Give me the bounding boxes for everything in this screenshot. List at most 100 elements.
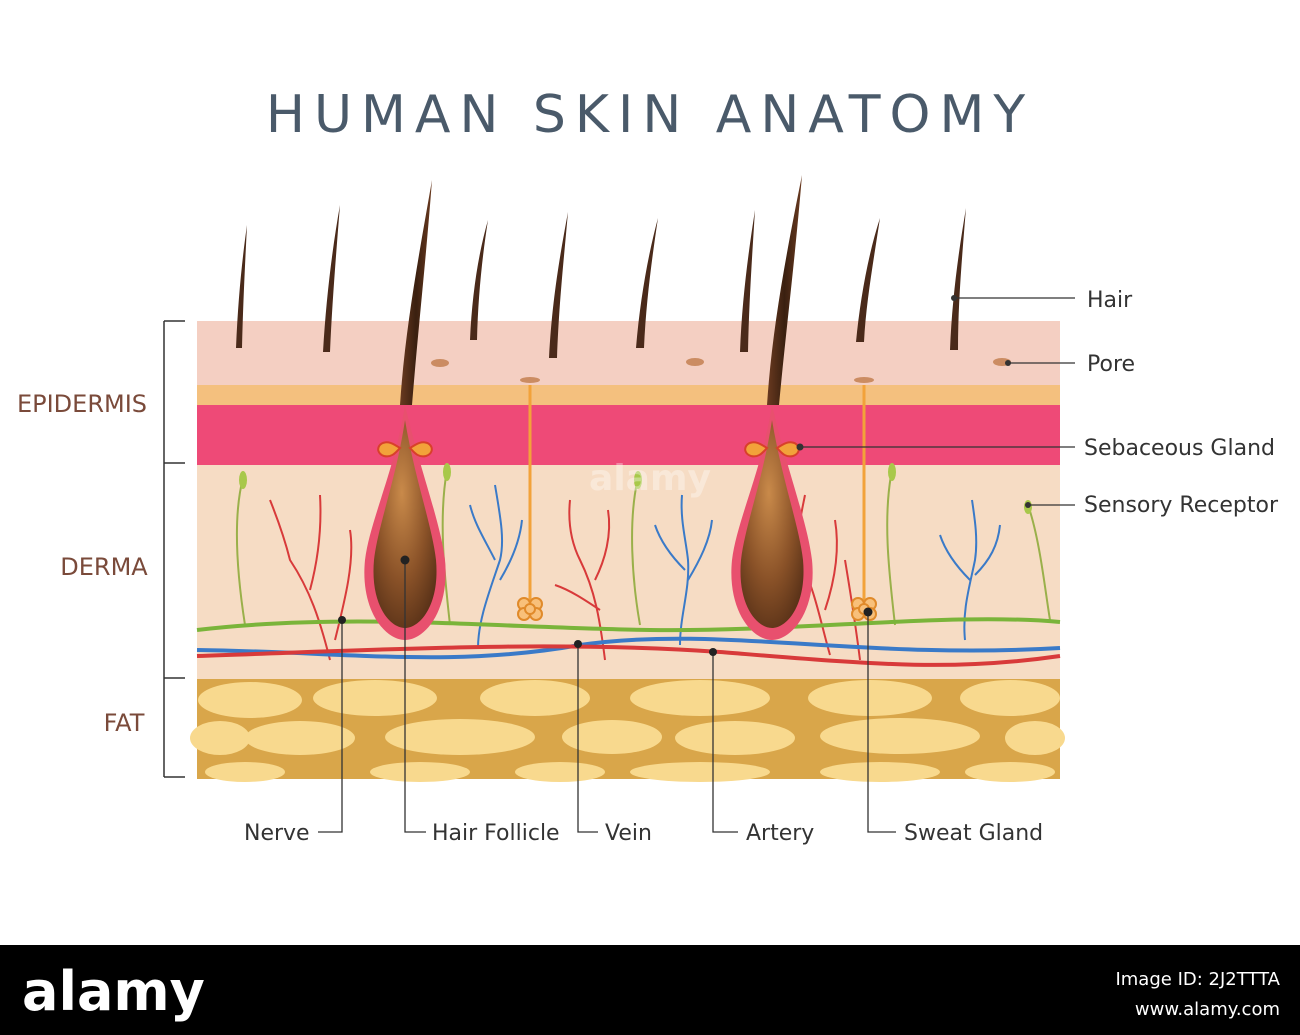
surface-hair <box>323 205 340 352</box>
sebaceous-gland <box>775 441 800 458</box>
derma-layer <box>197 465 1060 679</box>
artery-trunk <box>196 644 1061 667</box>
callout-dots-right <box>796 295 1031 508</box>
vein-branch <box>687 519 713 581</box>
callout-pore: Pore <box>1087 352 1135 377</box>
sensory-receptor <box>631 477 641 626</box>
fat-cell <box>965 762 1055 782</box>
layer-label-epidermis: EPIDERMIS <box>17 390 147 418</box>
receptor-tip <box>443 463 451 481</box>
fat-cell <box>245 721 355 755</box>
hair-follicle-right <box>731 175 813 640</box>
epidermis-orange-layer <box>197 385 1060 405</box>
pore <box>431 359 449 367</box>
surface-hair <box>470 220 488 340</box>
artery-branch <box>269 499 331 661</box>
footer-bar <box>0 945 1300 1035</box>
skin-cross-section <box>197 321 1060 779</box>
fat-cell <box>313 680 437 716</box>
vein-branch <box>679 494 690 646</box>
surface-hair <box>856 218 880 342</box>
hair-follicle-callout-line <box>404 560 426 833</box>
callout-dot <box>863 607 873 617</box>
fat-cell <box>480 680 590 716</box>
pore <box>520 377 540 383</box>
callout-dot <box>951 295 957 301</box>
sebaceous-glands <box>377 441 800 458</box>
surface-hair <box>740 210 755 352</box>
callout-dot <box>338 616 346 624</box>
artery-branch <box>594 509 611 581</box>
callout-dot <box>1005 360 1011 366</box>
epidermis-pink-layer <box>197 405 1060 465</box>
callout-nerve: Nerve <box>244 821 310 846</box>
vein-trunk <box>196 636 1061 660</box>
vein-branch <box>974 524 1001 576</box>
pore <box>686 358 704 366</box>
vein-callout-line <box>577 644 598 833</box>
artery-callout-line <box>712 652 738 833</box>
artery-branch <box>309 494 322 591</box>
fat-cell <box>198 682 302 718</box>
watermark-brand: alamy <box>589 458 711 499</box>
surface-hair <box>950 208 966 350</box>
surface-hair <box>636 218 658 348</box>
receptor-tip <box>888 463 896 481</box>
epidermis-surface-layer <box>197 321 1060 385</box>
fat-cell <box>385 719 535 755</box>
artery-branch <box>568 499 606 661</box>
sebaceous-gland <box>408 441 433 458</box>
sensory-receptor <box>235 477 246 626</box>
vein-branch <box>963 499 978 641</box>
fat-cell <box>630 680 770 716</box>
callout-vein: Vein <box>605 821 652 846</box>
receptor-tip <box>634 471 642 489</box>
callout-sensory-receptor: Sensory Receptor <box>1084 493 1279 518</box>
pores <box>431 358 1011 383</box>
artery-branch <box>334 529 353 641</box>
fat-cell <box>960 680 1060 716</box>
fat-cell <box>808 680 932 716</box>
callout-dot <box>1025 502 1031 508</box>
fat-cell <box>190 721 250 755</box>
fat-cell <box>1005 721 1065 755</box>
fat-cell <box>820 718 980 754</box>
callout-dot <box>709 648 717 656</box>
hair-follicle-left <box>364 180 446 640</box>
sweat-gland-coil <box>517 597 543 621</box>
footer-site-url: www.alamy.com <box>1135 999 1280 1020</box>
callout-dots-bottom <box>338 555 873 656</box>
footer-image-id: Image ID: 2J2TTTA <box>1115 969 1280 990</box>
receptor-tip <box>239 471 247 489</box>
fat-cell <box>630 762 770 782</box>
fat-cell <box>675 721 795 755</box>
callout-hair: Hair <box>1087 288 1133 313</box>
fat-cells <box>190 680 1065 782</box>
callout-dot <box>400 555 410 565</box>
sensory-receptor <box>1027 504 1051 621</box>
watermark-overlay: alamy <box>589 458 711 499</box>
artery-branch <box>554 584 601 611</box>
sebaceous-gland <box>377 441 402 458</box>
callout-artery: Artery <box>746 821 814 846</box>
sweat-gland-callout-line <box>867 612 896 833</box>
layer-label-derma: DERMA <box>60 553 148 581</box>
fat-cell <box>515 762 605 782</box>
layer-label-fat: FAT <box>104 709 145 737</box>
sensory-receptor <box>886 469 896 626</box>
callout-sebaceous-gland: Sebaceous Gland <box>1084 436 1275 461</box>
sensory-receptor-tips <box>239 463 1032 514</box>
surface-hairs <box>236 205 966 358</box>
fat-cell <box>820 762 940 782</box>
vein-branch <box>654 524 686 571</box>
sweat-gland-coil <box>851 597 877 621</box>
artery-branch <box>824 519 838 611</box>
fat-cell <box>205 762 285 782</box>
layer-brackets <box>163 320 185 778</box>
callout-lines-right <box>800 297 1075 506</box>
callout-dot <box>574 640 582 648</box>
callout-dot <box>796 443 804 451</box>
vein-branch <box>939 534 971 581</box>
vein-branch <box>469 504 496 561</box>
